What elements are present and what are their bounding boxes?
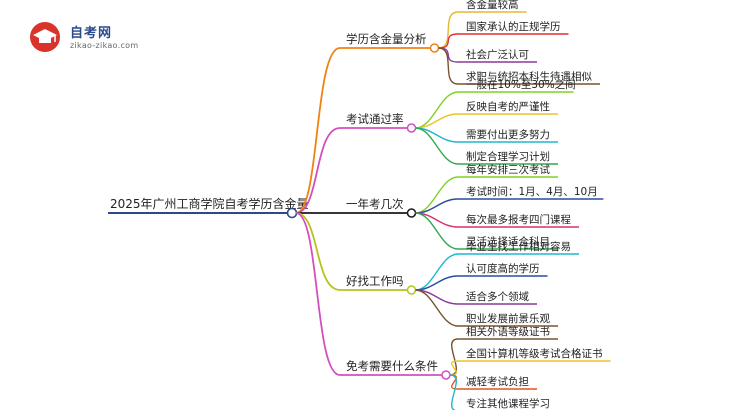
branch-connector <box>295 47 341 214</box>
branch-label: 好找工作吗 <box>346 274 404 288</box>
branch-node-dot <box>406 208 417 218</box>
leaf-label: 每次最多报考四门课程 <box>466 213 571 226</box>
branch-connector <box>295 212 341 291</box>
leaf-label: 国家承认的正规学历 <box>466 20 561 33</box>
leaf-label: 求职与统招本科生待遇相似 <box>466 70 592 83</box>
branch-node-dot <box>406 123 417 133</box>
branch-connector <box>295 127 341 214</box>
leaf-connector <box>415 212 459 250</box>
leaf-label: 需要付出更多努力 <box>466 128 550 141</box>
branch-label: 学历含金量分析 <box>346 32 427 46</box>
leaf-connector <box>415 289 459 327</box>
branch-label: 免考需要什么条件 <box>346 359 438 373</box>
leaf-label: 考试时间：1月、4月、10月 <box>466 185 598 198</box>
leaf-label: 全国计算机等级考试合格证书 <box>466 347 603 360</box>
leaf-connector <box>449 360 459 376</box>
branch-node-dot <box>441 370 451 380</box>
leaf-label: 减轻考试负担 <box>466 375 529 388</box>
logo-url: zikao-zikao.com <box>70 41 139 50</box>
site-logo[interactable]: 自考网 zikao-zikao.com <box>28 20 158 60</box>
leaf-label: 适合多个领域 <box>466 290 529 303</box>
branch-node-dot <box>429 43 440 53</box>
branch-label: 一年考几次 <box>346 197 404 211</box>
leaf-connector <box>438 47 459 85</box>
leaf-connector <box>415 176 459 214</box>
leaf-label: 社会广泛认可 <box>466 48 529 61</box>
leaf-label: 每年安排三次考试 <box>466 163 550 176</box>
leaf-connector <box>449 338 459 376</box>
leaf-connector <box>449 374 457 410</box>
branch-connector <box>295 212 341 376</box>
logo-name: 自考网 <box>70 26 113 41</box>
leaf-label: 灵活选择适合科目 <box>466 235 550 248</box>
leaf-label: 制定合理学习计划 <box>466 150 550 163</box>
branch-node-dot <box>406 285 417 295</box>
graduation-cap-icon <box>30 22 60 52</box>
leaf-label: 专注其他课程学习 <box>466 397 550 410</box>
leaf-label: 反映自考的严谨性 <box>466 100 550 113</box>
leaf-label: 相关外语等级证书 <box>466 325 550 338</box>
root-node-dot <box>286 207 298 219</box>
leaf-label: 职业发展前景乐观 <box>466 312 550 325</box>
leaf-connector <box>415 127 459 165</box>
leaf-connector <box>415 91 459 129</box>
leaf-label: 含金量较高 <box>466 0 519 11</box>
leaf-label: 毕业生找工作相对容易 <box>466 240 571 253</box>
leaf-label: 一般在10%至30%之间 <box>466 78 576 91</box>
branch-label: 考试通过率 <box>346 112 404 126</box>
root-label: 2025年广州工商学院自考学历含金量 <box>110 196 309 211</box>
leaf-connector <box>415 253 459 291</box>
leaf-label: 认可度高的学历 <box>466 262 540 275</box>
